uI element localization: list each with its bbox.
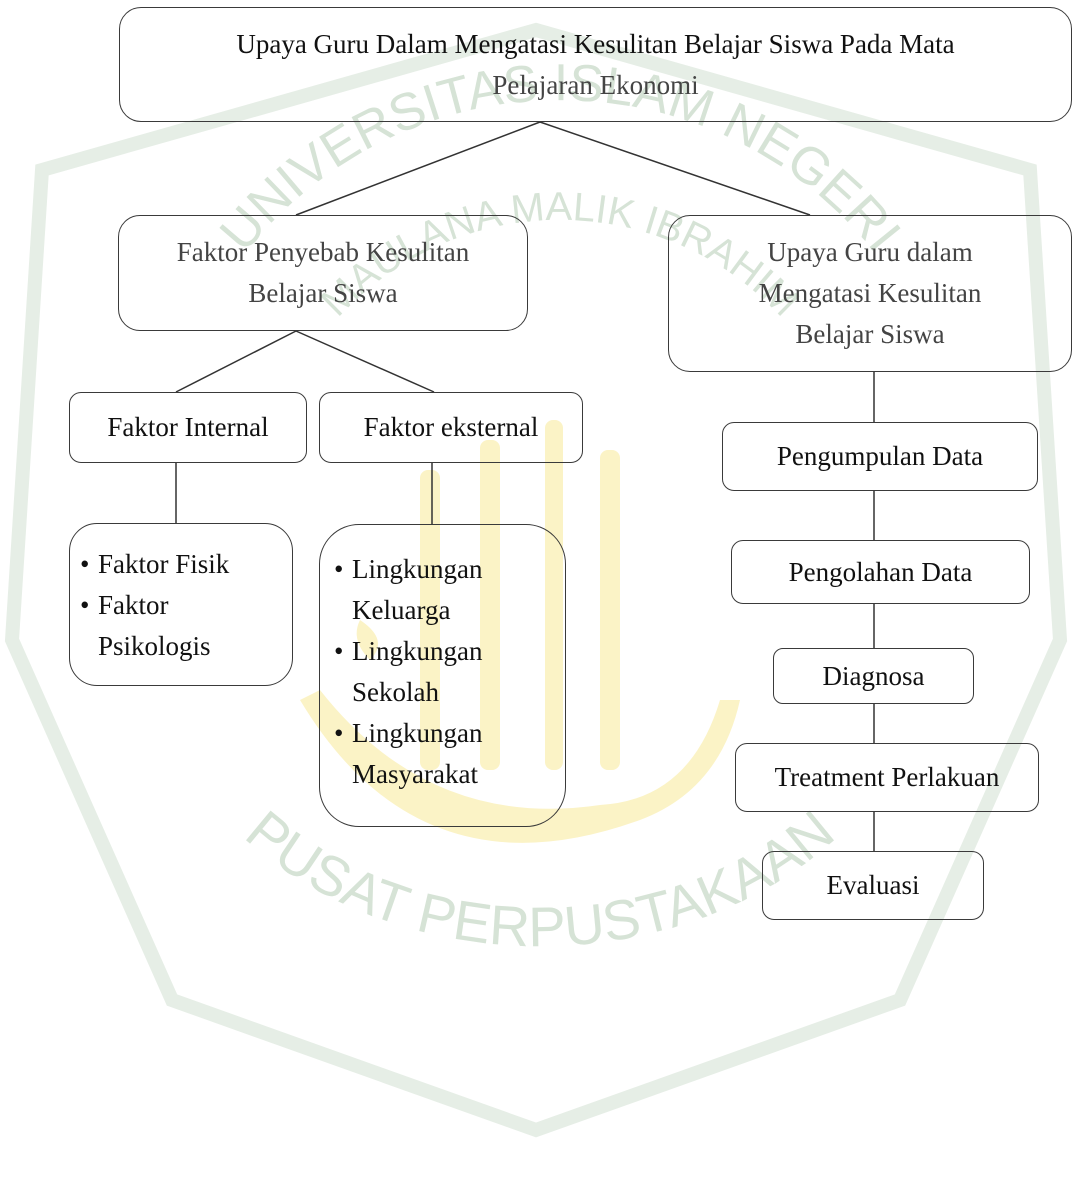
connector-causes-external: [295, 330, 435, 393]
connector-root-efforts: [539, 121, 811, 216]
list-item: Faktor Psikologis: [80, 585, 258, 667]
connector-causes-internal: [175, 330, 297, 393]
efforts-title-line1: Upaya Guru dalam: [767, 237, 973, 267]
external-factor-node: Faktor eksternal: [319, 392, 583, 463]
list-item: Lingkungan Keluarga: [334, 549, 532, 631]
step-diagnosa: Diagnosa: [773, 648, 974, 704]
causes-node: Faktor Penyebab Kesulitan Belajar Siswa: [118, 215, 528, 331]
internal-factor-title: Faktor Internal: [107, 412, 269, 442]
step-label: Treatment Perlakuan: [774, 762, 1000, 792]
root-title-line2: Pelajaran Ekonomi: [492, 69, 699, 100]
step-treatment-perlakuan: Treatment Perlakuan: [735, 743, 1039, 812]
step-pengumpulan-data: Pengumpulan Data: [722, 422, 1038, 491]
step-label: Pengumpulan Data: [776, 441, 984, 471]
causes-title-line1: Faktor Penyebab Kesulitan: [176, 237, 470, 267]
causes-title-line2: Belajar Siswa: [248, 278, 398, 308]
step-evaluasi: Evaluasi: [762, 851, 984, 920]
list-item: Faktor Fisik: [80, 544, 258, 585]
internal-factor-node: Faktor Internal: [69, 392, 307, 463]
efforts-title-line2: Mengatasi Kesulitan: [758, 278, 982, 308]
internal-factor-list: Faktor Fisik Faktor Psikologis: [69, 523, 293, 686]
root-title-line1: Upaya Guru Dalam Mengatasi Kesulitan Bel…: [236, 28, 955, 59]
step-label: Pengolahan Data: [788, 556, 973, 587]
watermark-shield-shape: [4, 22, 1068, 1138]
efforts-title-line3: Belajar Siswa: [795, 319, 945, 349]
list-item: Lingkungan Masyarakat: [334, 713, 532, 795]
step-label: Evaluasi: [826, 870, 920, 900]
root-node: Upaya Guru Dalam Mengatasi Kesulitan Bel…: [119, 7, 1072, 122]
external-factor-title: Faktor eksternal: [363, 412, 539, 442]
connector-root-causes: [295, 121, 541, 216]
step-label: Diagnosa: [822, 660, 925, 691]
efforts-node: Upaya Guru dalam Mengatasi Kesulitan Bel…: [668, 215, 1072, 372]
list-item: Lingkungan Sekolah: [334, 631, 532, 713]
step-pengolahan-data: Pengolahan Data: [731, 540, 1030, 604]
external-factor-list: Lingkungan Keluarga Lingkungan Sekolah L…: [319, 524, 566, 827]
